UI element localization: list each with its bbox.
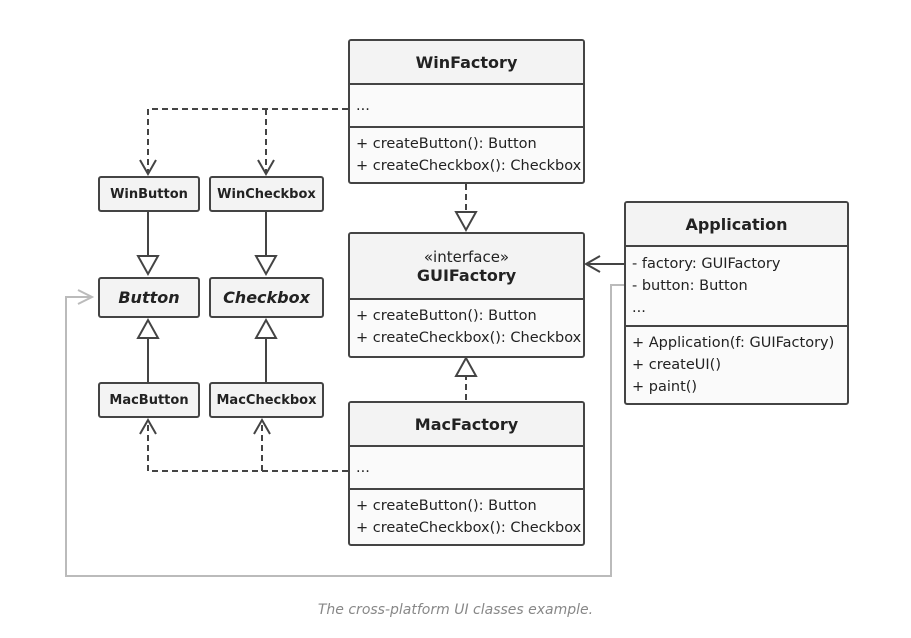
winfactory-name: WinFactory bbox=[415, 52, 518, 72]
arrowhead-maccheckbox bbox=[253, 417, 271, 435]
application-field-3: ... bbox=[632, 300, 646, 316]
button-interface[interactable]: Button bbox=[98, 277, 200, 318]
assoc-application-button bbox=[65, 284, 624, 577]
dep-winfactory-winbutton bbox=[147, 108, 348, 172]
application-class[interactable]: Application - factory: GUIFactory - butt… bbox=[624, 201, 849, 405]
checkbox-interface[interactable]: Checkbox bbox=[209, 277, 324, 318]
arrowhead-winbutton bbox=[139, 159, 157, 177]
application-field-1: - factory: GUIFactory bbox=[632, 256, 781, 272]
dep-macfactory-macbutton bbox=[147, 422, 348, 472]
triangle-winfactory-guifactory bbox=[454, 211, 478, 233]
triangle-winbutton-button bbox=[136, 255, 160, 277]
application-fields: - factory: GUIFactory - button: Button .… bbox=[626, 245, 847, 325]
winfactory-fields: ... bbox=[350, 83, 583, 126]
application-field-2: - button: Button bbox=[632, 278, 748, 294]
winfactory-field: ... bbox=[356, 97, 370, 114]
arrowhead-button bbox=[77, 289, 95, 305]
triangle-maccheckbox-checkbox bbox=[254, 317, 278, 339]
macfactory-fields: ... bbox=[350, 445, 583, 488]
macfactory-class[interactable]: MacFactory ... + createButton(): Button … bbox=[348, 401, 585, 546]
maccheckbox-class[interactable]: MacCheckbox bbox=[209, 382, 324, 418]
winfactory-header: WinFactory bbox=[350, 41, 583, 83]
arrowhead-macbutton bbox=[139, 417, 157, 435]
guifactory-method-1: + createButton(): Button bbox=[356, 308, 537, 324]
winfactory-class[interactable]: WinFactory ... + createButton(): Button … bbox=[348, 39, 585, 184]
winfactory-method-1: + createButton(): Button bbox=[356, 136, 537, 152]
macbutton-class[interactable]: MacButton bbox=[98, 382, 200, 418]
guifactory-header: «interface» GUIFactory bbox=[350, 234, 583, 298]
macfactory-method-2: + createCheckbox(): Checkbox bbox=[356, 520, 582, 536]
triangle-macbutton-button bbox=[136, 317, 160, 339]
macfactory-header: MacFactory bbox=[350, 403, 583, 445]
macfactory-method-1: + createButton(): Button bbox=[356, 498, 537, 514]
triangle-wincheckbox-checkbox bbox=[254, 255, 278, 277]
guifactory-methods: + createButton(): Button + createCheckbo… bbox=[350, 298, 583, 356]
guifactory-stereotype: «interface» bbox=[423, 247, 510, 266]
application-name: Application bbox=[685, 214, 788, 234]
figure-caption: The cross-platform UI classes example. bbox=[317, 602, 594, 618]
application-header: Application bbox=[626, 203, 847, 245]
application-methods: + Application(f: GUIFactory) + createUI(… bbox=[626, 325, 847, 403]
wincheckbox-class[interactable]: WinCheckbox bbox=[209, 176, 324, 212]
application-method-1: + Application(f: GUIFactory) bbox=[632, 335, 835, 351]
macfactory-name: MacFactory bbox=[414, 414, 519, 434]
winbutton-class[interactable]: WinButton bbox=[98, 176, 200, 212]
macfactory-methods: + createButton(): Button + createCheckbo… bbox=[350, 488, 583, 544]
winfactory-method-2: + createCheckbox(): Checkbox bbox=[356, 158, 582, 174]
application-method-2: + createUI() bbox=[632, 357, 721, 373]
triangle-macfactory-guifactory bbox=[454, 355, 478, 377]
application-method-3: + paint() bbox=[632, 379, 698, 395]
guifactory-name: GUIFactory bbox=[416, 265, 517, 285]
macfactory-field: ... bbox=[356, 459, 370, 476]
arrowhead-guifactory bbox=[583, 255, 601, 273]
guifactory-interface[interactable]: «interface» GUIFactory + createButton():… bbox=[348, 232, 585, 358]
arrowhead-wincheckbox bbox=[257, 159, 275, 177]
guifactory-method-2: + createCheckbox(): Checkbox bbox=[356, 330, 582, 346]
winfactory-methods: + createButton(): Button + createCheckbo… bbox=[350, 126, 583, 182]
